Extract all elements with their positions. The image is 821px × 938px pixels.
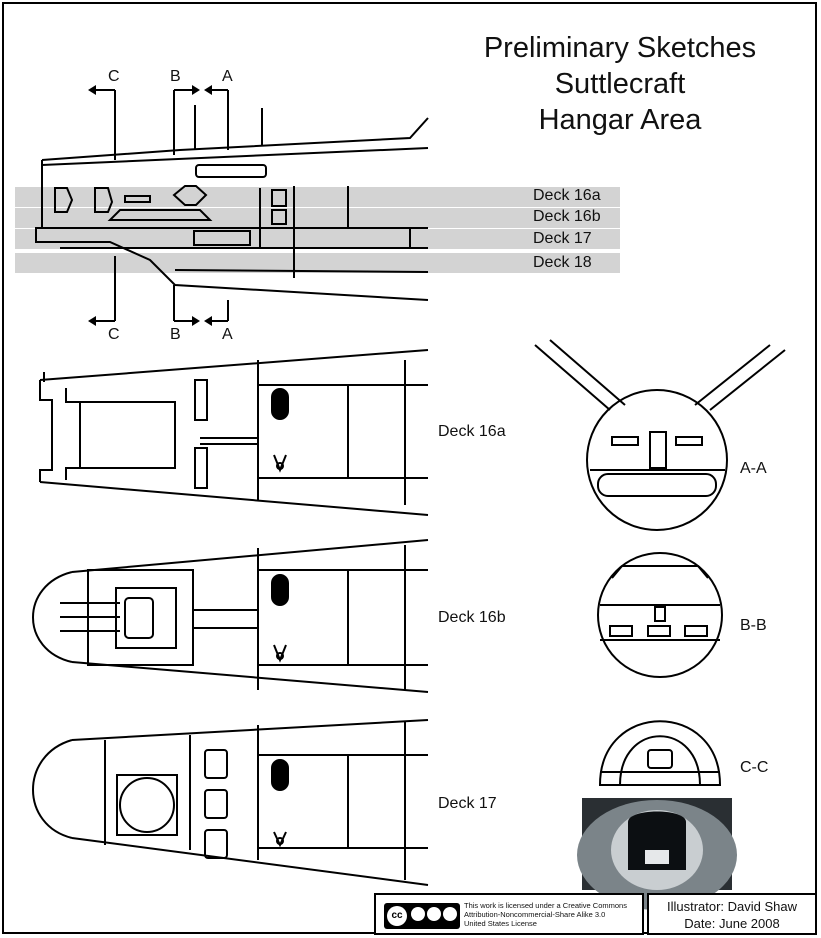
profile-deck-16b: Deck 16b: [533, 208, 601, 225]
date-credit: Date: June 2008: [684, 916, 780, 931]
section-marker-top-a: A: [222, 68, 233, 85]
plan-label-deck-17: Deck 17: [438, 795, 497, 812]
hangar-photo: [577, 798, 737, 910]
title-line-1: Preliminary Sketches: [483, 32, 757, 64]
cc-icon: cc: [387, 906, 407, 926]
license-box: cc This work is licensed under a Creativ…: [374, 893, 644, 935]
credits-box: Illustrator: David Shaw Date: June 2008: [647, 893, 817, 935]
section-marker-bottom-b: B: [170, 326, 181, 343]
section-cut-lines: [94, 89, 229, 322]
attribution-icon: [411, 907, 425, 921]
section-arrowheads: [88, 85, 212, 326]
noncommercial-icon: [427, 907, 441, 921]
plan-label-deck-16a: Deck 16a: [438, 423, 506, 440]
title-line-2: Suttlecraft: [554, 68, 686, 100]
profile-deck-16a: Deck 16a: [533, 187, 601, 204]
section-view-a-a: [534, 339, 786, 531]
plan-deck-16a: [39, 349, 429, 516]
plan-label-deck-16b: Deck 16b: [438, 609, 506, 626]
plan-deck-17: [32, 719, 429, 886]
section-label-c-c: C-C: [740, 759, 769, 776]
license-line-2: Attribution-Noncommercial-Share Alike 3.…: [464, 910, 606, 919]
profile-deck-17: Deck 17: [533, 230, 592, 247]
illustrator-credit: Illustrator: David Shaw: [666, 899, 798, 914]
plan-deck-16b: [32, 539, 429, 693]
section-marker-bottom-a: A: [222, 326, 233, 343]
deck-bands: [15, 187, 620, 273]
license-line-1: This work is licensed under a Creative C…: [464, 901, 627, 910]
creative-commons-badge[interactable]: cc: [384, 903, 460, 929]
license-line-3: United States License: [464, 919, 537, 928]
share-alike-icon: [443, 907, 457, 921]
license-text: This work is licensed under a Creative C…: [464, 901, 640, 928]
section-view-b-b: [597, 552, 723, 678]
section-label-a-a: A-A: [740, 460, 767, 477]
section-marker-bottom-c: C: [108, 326, 120, 343]
profile-deck-18: Deck 18: [533, 254, 592, 271]
section-marker-top-b: B: [170, 68, 181, 85]
section-label-b-b: B-B: [740, 617, 767, 634]
section-marker-top-c: C: [108, 68, 120, 85]
profile-hull: [35, 105, 429, 301]
title-line-3: Hangar Area: [538, 104, 702, 136]
section-view-c-c: [598, 720, 722, 786]
